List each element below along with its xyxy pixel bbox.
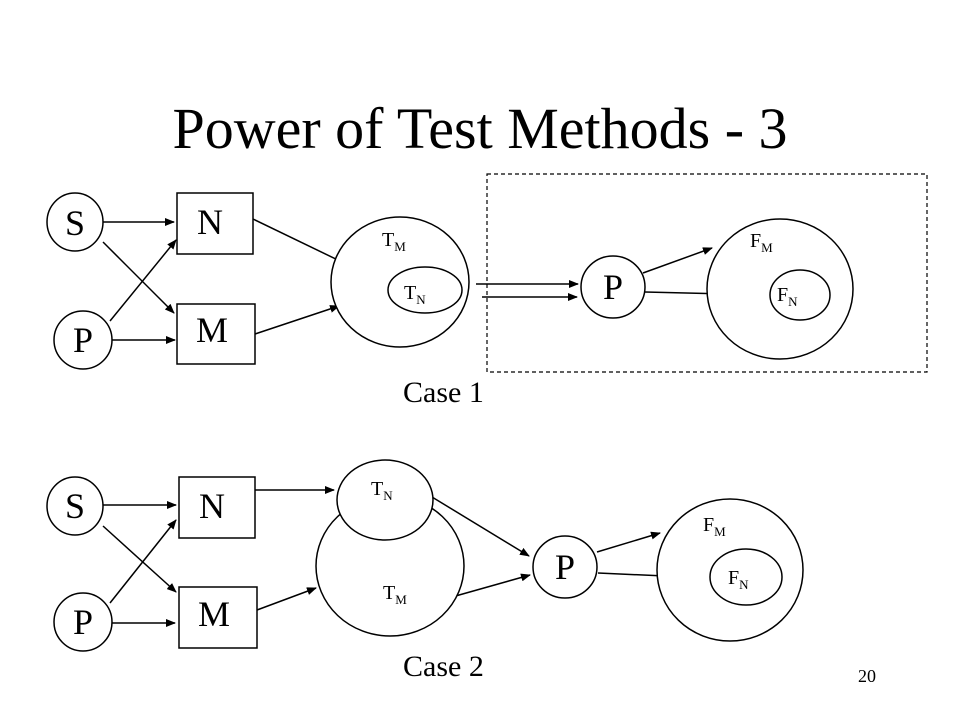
case1-f-inner-label: FN — [777, 284, 798, 309]
case2-f-outer-sub: M — [714, 524, 726, 539]
case1-t-outer-base: T — [382, 229, 394, 251]
case2-edge-tn-to-p — [431, 496, 530, 557]
case2-f-outer-label: FM — [703, 514, 726, 539]
case1-t-outer-sub: M — [394, 239, 406, 254]
case2-edge-tm-to-p — [451, 573, 531, 598]
case2-t-small-base: T — [371, 478, 383, 500]
case2-p-input-node — [53, 592, 113, 652]
case1-f-inner-set — [769, 269, 831, 321]
case1-label: Case 1 — [403, 376, 484, 409]
page-number: 20 — [858, 666, 876, 686]
case1-m-box — [176, 303, 256, 365]
case1-t-inner-base: T — [404, 282, 416, 304]
case1-f-outer-label: FM — [750, 230, 773, 255]
case2-p-program-node — [532, 535, 598, 599]
case2-s-node — [46, 476, 104, 536]
case1-t-inner-set — [387, 266, 463, 314]
case2-t-small-label: TN — [371, 478, 393, 503]
case1-edge-p-to-fm — [642, 247, 713, 274]
slide-title: Power of Test Methods - 3 — [172, 96, 787, 161]
case1-s-label: S — [65, 203, 85, 243]
case2-t-large-label: TM — [383, 582, 407, 607]
case2-t-small-set — [336, 459, 434, 541]
case1-s-node — [46, 192, 104, 252]
case1-edge-p-to-n — [109, 239, 177, 322]
case1-p-input-label: P — [73, 320, 93, 360]
case1-p-program-label: P — [603, 267, 623, 307]
case2-t-small-sub: N — [383, 488, 393, 503]
case2-f-inner-label: FN — [728, 567, 749, 592]
case2-m-label: M — [198, 594, 230, 634]
case2-n-box — [178, 476, 256, 539]
case2-edge-s-to-m — [102, 525, 177, 593]
case1-p-input-node — [53, 310, 113, 370]
case1-n-label: N — [197, 202, 223, 242]
case2-n-label: N — [199, 486, 225, 526]
case1-edge-s-to-m — [102, 241, 175, 314]
case1-diagram: S P N M TM TN P FM FN Case 1 — [46, 173, 928, 409]
case2-t-large-base: T — [383, 582, 395, 604]
case1-t-outer-label: TM — [382, 229, 406, 254]
case2-p-program-label: P — [555, 547, 575, 587]
case1-n-box — [176, 192, 254, 255]
case1-p-program-node — [580, 255, 646, 319]
case1-m-label: M — [196, 310, 228, 350]
case1-f-outer-base: F — [750, 230, 761, 252]
case2-diagram: S P N M TN TM P FM FN Case 2 — [46, 459, 804, 683]
case2-edge-p-to-n — [109, 519, 177, 604]
case2-f-inner-base: F — [728, 567, 739, 589]
case1-t-inner-sub: N — [416, 292, 426, 307]
case1-edge-m-to-t — [254, 305, 340, 335]
case1-f-inner-sub: N — [788, 294, 798, 309]
case2-edge-p-to-fm — [596, 531, 661, 553]
case1-f-outer-sub: M — [761, 240, 773, 255]
case2-t-large-sub: M — [395, 592, 407, 607]
case2-f-outer-base: F — [703, 514, 714, 536]
case2-p-input-label: P — [73, 602, 93, 642]
case2-label: Case 2 — [403, 650, 484, 683]
case2-edge-m-to-tm — [256, 587, 317, 611]
case2-f-inner-set — [709, 548, 783, 606]
case1-t-inner-label: TN — [404, 282, 426, 307]
case2-f-inner-sub: N — [739, 577, 749, 592]
case2-m-box — [178, 586, 258, 649]
case1-dashed-boundary — [486, 173, 928, 373]
case2-s-label: S — [65, 486, 85, 526]
case1-f-inner-base: F — [777, 284, 788, 306]
